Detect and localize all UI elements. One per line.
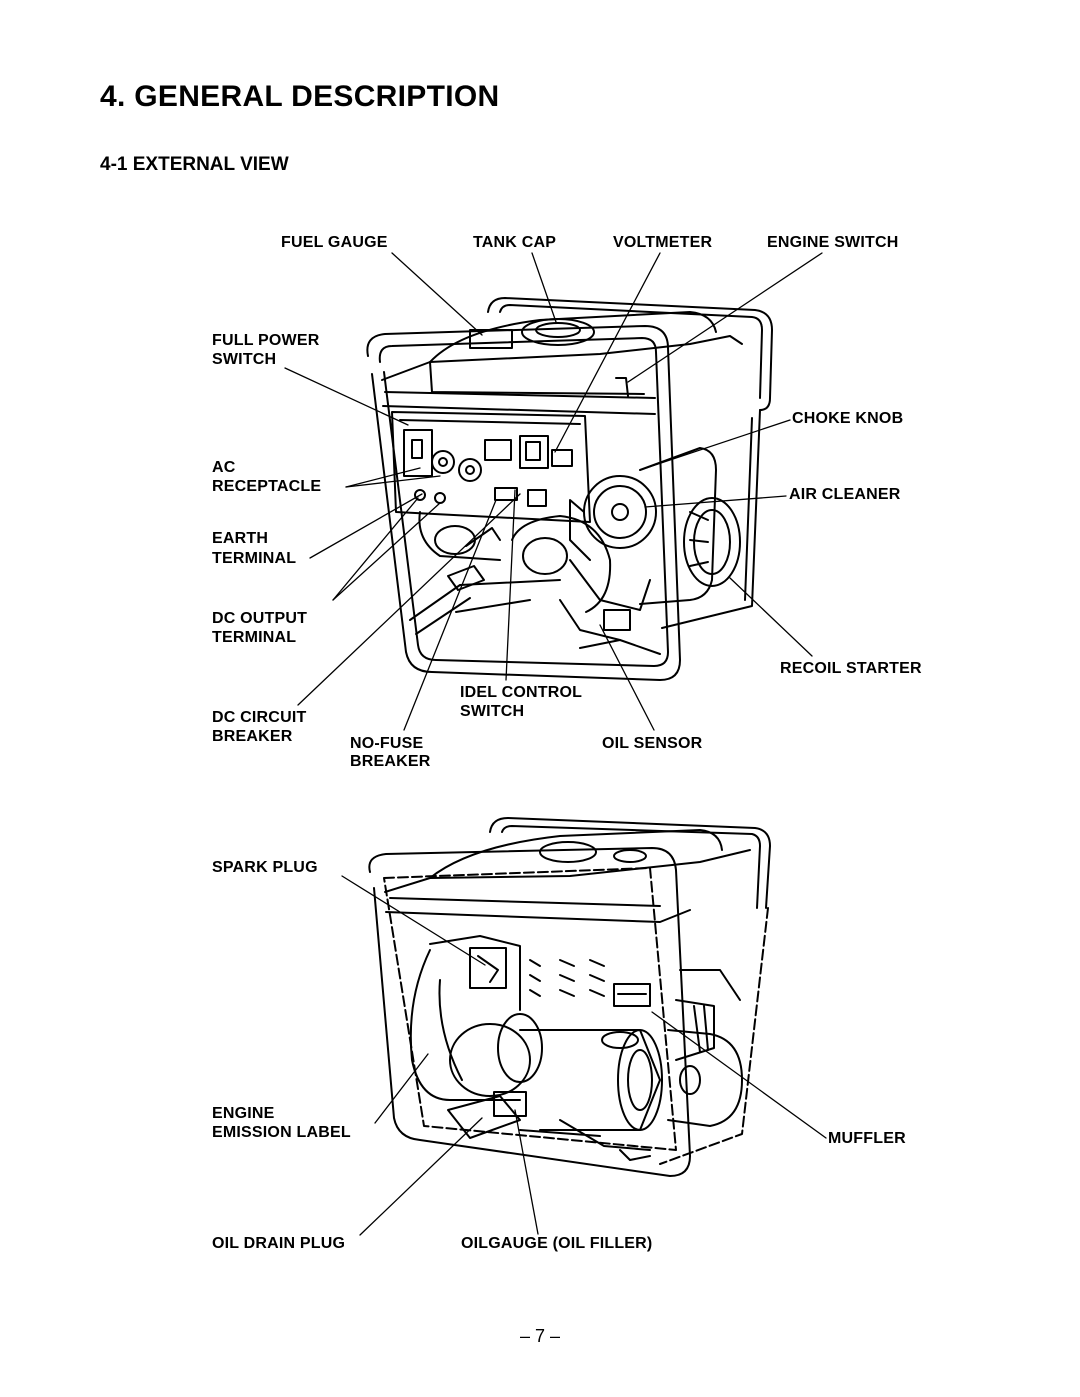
page-title: 4. GENERAL DESCRIPTION xyxy=(100,80,500,113)
label-full-power-switch-2: SWITCH xyxy=(212,351,277,368)
rear-generator-illustration xyxy=(368,817,771,1177)
label-earth-terminal-1: EARTH xyxy=(212,530,269,547)
label-idel-control-switch-2: SWITCH xyxy=(460,703,525,720)
label-no-fuse-breaker-2: BREAKER xyxy=(350,753,431,770)
label-dc-output-terminal-1: DC OUTPUT xyxy=(212,610,308,627)
label-engine-emission-1: ENGINE xyxy=(212,1105,275,1122)
label-dc-circuit-breaker-1: DC CIRCUIT xyxy=(212,709,307,726)
label-air-cleaner: AIR CLEANER xyxy=(789,486,901,503)
page-number: – 7 – xyxy=(519,1326,561,1346)
label-ac-receptacle-2: RECEPTACLE xyxy=(212,478,322,495)
label-oil-drain-plug: OIL DRAIN PLUG xyxy=(212,1235,346,1252)
label-earth-terminal-2: TERMINAL xyxy=(212,550,297,567)
label-engine-emission-2: EMISSION LABEL xyxy=(212,1124,351,1141)
label-tank-cap: TANK CAP xyxy=(473,234,557,251)
label-engine-switch: ENGINE SWITCH xyxy=(767,234,899,251)
label-full-power-switch-1: FULL POWER xyxy=(212,332,320,349)
label-choke-knob: CHOKE KNOB xyxy=(792,410,904,427)
label-dc-circuit-breaker-2: BREAKER xyxy=(212,728,293,745)
section-title: 4-1 EXTERNAL VIEW xyxy=(100,154,289,175)
label-oil-sensor: OIL SENSOR xyxy=(602,735,703,752)
label-ac-receptacle-1: AC xyxy=(212,459,236,476)
label-no-fuse-breaker-1: NO-FUSE xyxy=(350,735,424,752)
label-dc-output-terminal-2: TERMINAL xyxy=(212,629,297,646)
label-recoil-starter: RECOIL STARTER xyxy=(780,660,922,677)
label-fuel-gauge: FUEL GAUGE xyxy=(281,234,388,251)
label-voltmeter: VOLTMETER xyxy=(613,234,713,251)
label-muffler: MUFFLER xyxy=(828,1130,906,1147)
label-spark-plug: SPARK PLUG xyxy=(212,859,318,876)
front-leader-lines xyxy=(284,252,823,731)
rear-leader-lines xyxy=(341,875,827,1236)
label-idel-control-switch-1: IDEL CONTROL xyxy=(460,684,583,701)
front-generator-illustration xyxy=(366,297,773,681)
label-oilgauge: OILGAUGE (OIL FILLER) xyxy=(461,1235,653,1252)
